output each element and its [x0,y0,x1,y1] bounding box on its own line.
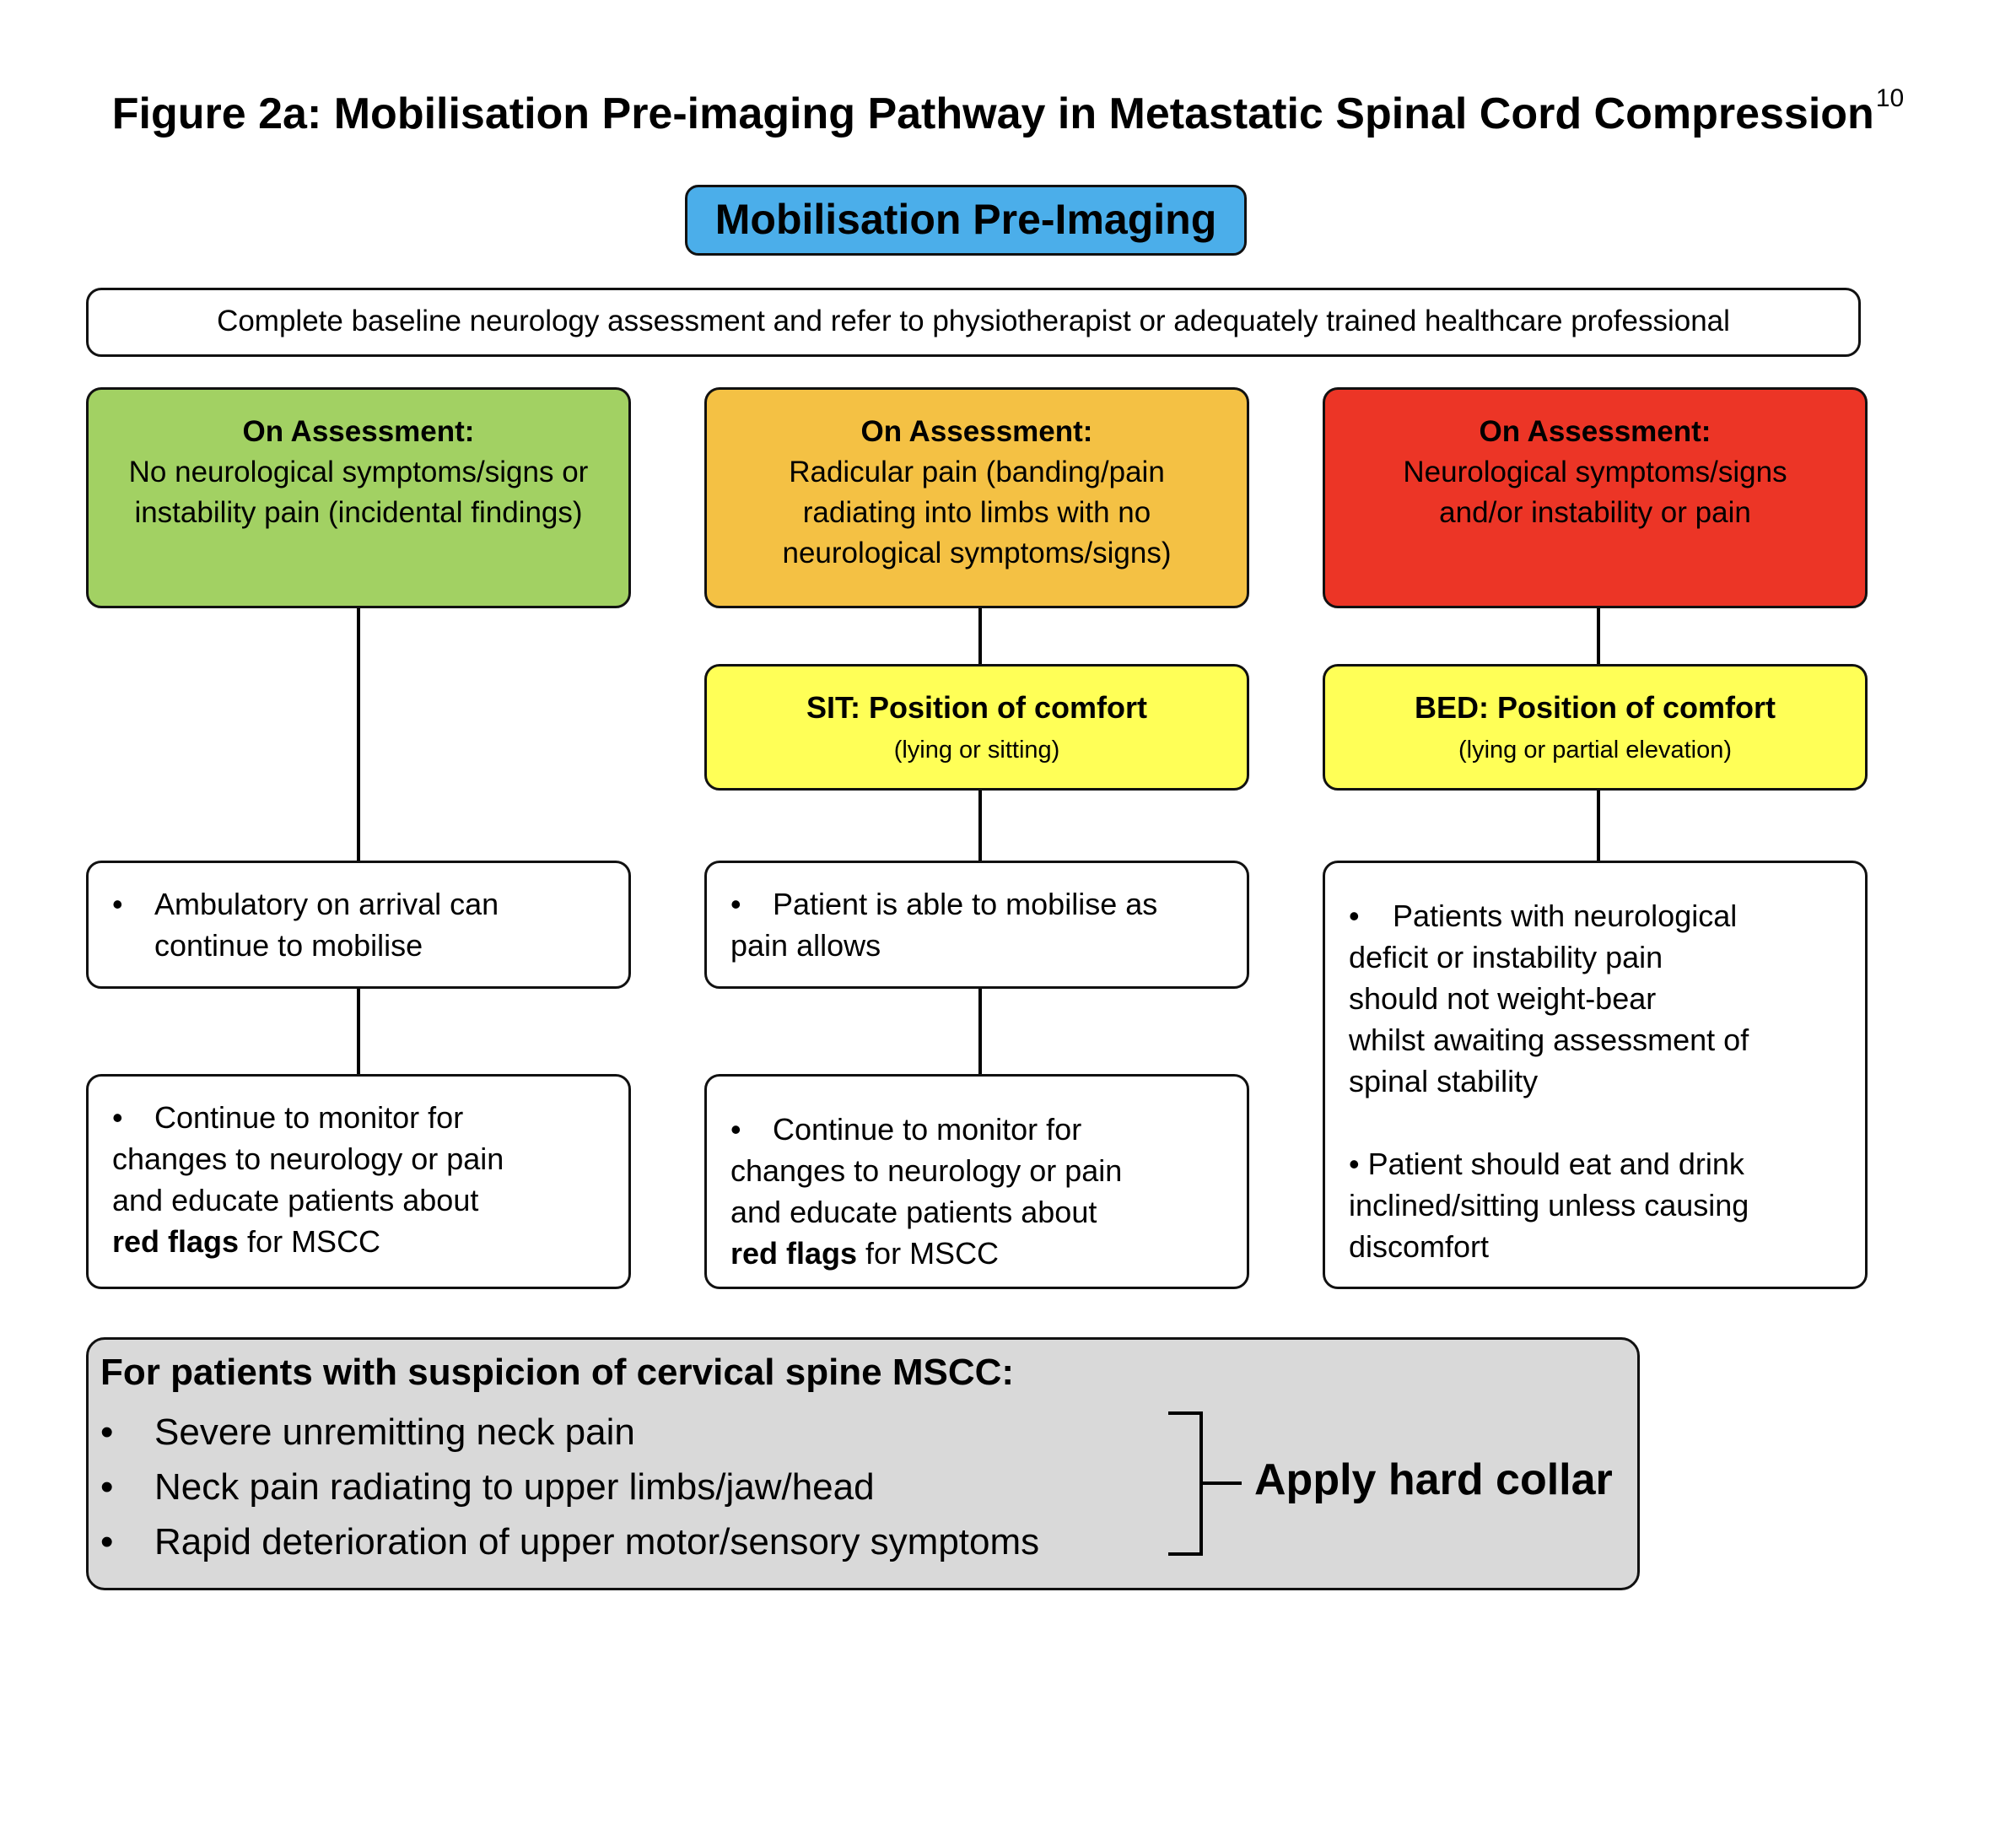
action-text-line: Patient is able to mobilise as [773,887,1158,921]
bullet: • [100,1466,114,1508]
action-text-line: deficit or instability pain [1349,940,1663,974]
figure-title-reference: 10 [1875,84,1905,112]
connector-amber-3 [978,989,982,1074]
cervical-symptom-item: • Severe unremitting neck pain [100,1411,635,1454]
bullet: • [1349,899,1360,933]
bullet: • [730,1112,741,1147]
action-text-line: Continue to monitor for [154,1100,464,1135]
position-sit: SIT: Position of comfort (lying or sitti… [704,664,1249,791]
position-heading: SIT: Position of comfort [806,690,1147,725]
cervical-symptom-item: • Rapid deterioration of upper motor/sens… [100,1521,1039,1563]
position-bed: BED: Position of comfort (lying or parti… [1323,664,1868,791]
assessment-text-line: instability pain (incidental findings) [134,496,583,529]
bullet: • [112,1100,123,1135]
cervical-symptom-text: Severe unremitting neck pain [154,1411,635,1453]
action-text-line: for MSCC [857,1236,1000,1271]
action-text-line: changes to neurology or pain [112,1141,504,1176]
action-text-line: discomfort [1349,1229,1490,1264]
action-text-line: Patients with neurological [1393,899,1738,933]
connector-green-1 [357,608,360,861]
cervical-symptom-item: • Neck pain radiating to upper limbs/jaw/… [100,1466,875,1508]
figure-title-text: Figure 2a: Mobilisation Pre-imaging Path… [111,89,1874,138]
red-flags-emphasis: red flags [730,1236,858,1271]
assessment-text-line: No neurological symptoms/signs or [128,456,589,488]
action-text-line: and educate patients about [112,1183,479,1217]
assessment-heading: On Assessment: [860,415,1093,448]
assessment-heading: On Assessment: [1479,415,1711,448]
assessment-red: On Assessment: Neurological symptoms/sig… [1323,387,1868,608]
assessment-heading: On Assessment: [242,415,475,448]
action-amber-mobilise: • Patient is able to mobilise as pain all… [704,861,1249,989]
action-text-line: and educate patients about [730,1195,1097,1229]
action-text-line: whilst awaiting assessment of [1349,1023,1749,1057]
action-red-no-weight-bear: • Patients with neurological deficit or i… [1323,861,1868,1289]
action-amber-monitor: • Continue to monitor for changes to neur… [704,1074,1249,1289]
bullet: • [100,1411,114,1453]
action-text-line: Ambulatory on arrival can [154,887,499,921]
assessment-text-line: neurological symptoms/signs) [782,537,1172,569]
action-text-line: pain allows [730,928,881,963]
action-text-line: Continue to monitor for [773,1112,1082,1147]
position-subtext: (lying or sitting) [893,737,1060,764]
connector-red-1 [1597,608,1600,664]
action-green-mobilise: • Ambulatory on arrival can continue to m… [86,861,631,989]
figure-title: Figure 2a: Mobilisation Pre-imaging Path… [0,84,2016,139]
pathway-header: Mobilisation Pre-Imaging [685,185,1247,256]
action-text-line: should not weight-bear [1349,981,1657,1016]
position-heading: BED: Position of comfort [1415,690,1776,725]
bullet: • [730,887,741,921]
assessment-green: On Assessment: No neurological symptoms/… [86,387,631,608]
grouping-bracket [1168,1411,1242,1556]
assessment-text-line: Radicular pain (banding/pain [789,456,1165,488]
action-text-line: for MSCC [239,1224,381,1259]
cervical-symptom-text: Neck pain radiating to upper limbs/jaw/h… [154,1466,875,1508]
action-green-monitor: • Continue to monitor for changes to neur… [86,1074,631,1289]
assessment-text-line: and/or instability or pain [1439,496,1751,529]
assessment-text-line: radiating into limbs with no [802,496,1151,529]
position-subtext: (lying or partial elevation) [1458,737,1732,764]
action-text-line: changes to neurology or pain [730,1153,1123,1188]
action-text-line: • Patient should eat and drink [1349,1147,1744,1181]
assessment-text-line: Neurological symptoms/signs [1403,456,1787,488]
cervical-symptom-text: Rapid deterioration of upper motor/senso… [154,1521,1040,1562]
action-text-line: continue to mobilise [154,928,423,963]
action-text-line: inclined/sitting unless causing [1349,1188,1749,1222]
cervical-heading: For patients with suspicion of cervical … [100,1352,1015,1393]
bullet: • [112,887,123,921]
connector-green-2 [357,989,360,1074]
cervical-spine-panel: For patients with suspicion of cervical … [86,1337,1640,1590]
bullet: • [100,1521,114,1562]
action-text-line: spinal stability [1349,1064,1539,1098]
connector-red-2 [1597,791,1600,861]
assessment-amber: On Assessment: Radicular pain (banding/p… [704,387,1249,608]
apply-hard-collar-label: Apply hard collar [1254,1455,1613,1504]
red-flags-emphasis: red flags [112,1224,240,1259]
connector-amber-1 [978,608,982,664]
connector-amber-2 [978,791,982,861]
baseline-instruction: Complete baseline neurology assessment a… [86,288,1861,357]
